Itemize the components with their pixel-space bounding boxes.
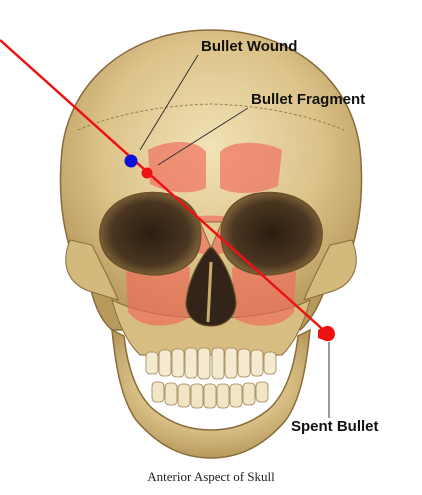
- bullet-fragment-label: Bullet Fragment: [251, 91, 366, 108]
- right-orbit: [220, 191, 323, 276]
- right-maxillary-sinus: [232, 260, 296, 326]
- bullet-wound-marker: [124, 154, 138, 168]
- right-frontal-sinus: [220, 142, 282, 194]
- right-zygomatic: [303, 239, 357, 301]
- coronal-suture: [77, 103, 345, 131]
- mandible: [111, 328, 311, 459]
- leader-lines: [139, 54, 330, 418]
- bullet-wound-leader: [139, 54, 199, 151]
- bullet-trajectory: [0, 39, 330, 336]
- sinus-highlights: [126, 141, 296, 326]
- left-maxillary-sinus: [126, 260, 190, 326]
- figure-caption: Anterior Aspect of Skull: [147, 469, 275, 484]
- left-zygomatic: [65, 239, 119, 301]
- left-frontal-sinus: [148, 141, 206, 193]
- bullet-wound-label: Bullet Wound: [201, 38, 298, 55]
- bullet-fragment-marker: [141, 167, 153, 179]
- nasal-septum: [206, 261, 213, 323]
- lower-teeth: [151, 381, 269, 409]
- bullet-fragment-leader: [157, 107, 249, 166]
- left-orbit: [99, 191, 202, 276]
- upper-teeth: [145, 347, 277, 380]
- spent-bullet-label: Spent Bullet: [291, 418, 379, 435]
- spent-bullet-marker: [318, 325, 335, 342]
